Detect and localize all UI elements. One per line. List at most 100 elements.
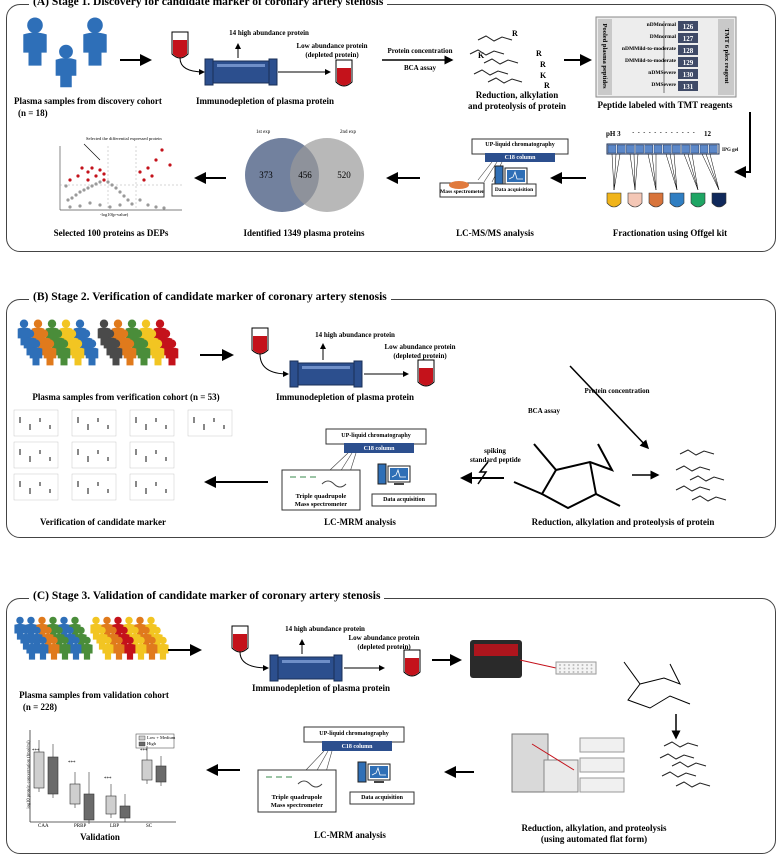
- tmt-code: 126: [683, 23, 694, 31]
- mini-plot-point: [29, 488, 31, 490]
- mini-plot-point: [203, 426, 205, 428]
- depleted-label-b: (depleted protein): [393, 352, 447, 360]
- immunodepletion-label-b: Immunodepletion of plasma protein: [275, 392, 415, 402]
- mini-plot-point: [97, 484, 99, 486]
- ipg-label: IPG gel: [722, 148, 739, 153]
- bca-label-a: BCA assay: [403, 64, 437, 72]
- pooled-peptides-bar: [598, 19, 612, 95]
- mini-plot-point: [97, 418, 99, 420]
- up-lc-label-a: UP-liquid chromatography: [485, 142, 555, 148]
- plate-well: [568, 671, 570, 673]
- plasma-tube-icon: [171, 31, 189, 59]
- plate-well: [590, 664, 593, 666]
- reduction-label-a-2: and proteolysis of protein: [468, 101, 566, 111]
- verification-marker-label: Verification of candidate marker: [40, 517, 166, 527]
- c18-label-a: C18 column: [504, 155, 536, 161]
- fraction-well: [690, 192, 706, 208]
- mini-plot-point: [193, 421, 195, 423]
- fraction-well: [627, 192, 643, 208]
- svg-text:K: K: [540, 71, 547, 80]
- mini-plot-point: [87, 490, 89, 492]
- fraction-line: [665, 153, 678, 191]
- mini-plot-point: [49, 489, 51, 491]
- mini-plot-point: [107, 425, 109, 427]
- volcano-point: [114, 186, 118, 190]
- volcano-point: [118, 190, 122, 194]
- mass-spec-label-a: Mass spectrometer: [440, 189, 485, 195]
- immunodepletion-label-a: Immunodepletion of plasma protein: [195, 96, 335, 106]
- mini-plot-point: [155, 420, 157, 422]
- tmt-row-name: DMMild-to-moderate: [624, 58, 676, 64]
- mini-plot-point: [155, 452, 157, 454]
- triple-quad-label-c-2: Mass spectrometer: [270, 802, 324, 809]
- mini-plot-point: [29, 492, 31, 494]
- liquid-handler-icon: [511, 733, 625, 793]
- ph-high-label: 12: [704, 130, 711, 138]
- volcano-point: [98, 203, 102, 207]
- ph-dashes: - - - - - - - - - - - -: [632, 130, 696, 136]
- fraction-well: [669, 192, 685, 208]
- data-acq-label-b: Data acquisition: [383, 497, 425, 503]
- tmt-code-box: [678, 57, 698, 67]
- mini-plot-point: [135, 481, 137, 483]
- mini-plot-point: [203, 424, 205, 426]
- tmt-reagent-bar: [718, 19, 734, 95]
- ipg-cell: [635, 144, 644, 154]
- plate-well: [563, 664, 566, 666]
- volcano-point: [88, 201, 92, 205]
- fraction-line: [651, 153, 657, 191]
- mini-plot-point: [77, 453, 79, 455]
- volcano-point: [90, 184, 94, 188]
- venn-right-title: 2nd exp: [340, 130, 356, 135]
- peptides-c-icon: [659, 741, 711, 788]
- fractionation-label: Fractionation using Offgel kit: [612, 228, 728, 238]
- volcano-point: [106, 180, 110, 184]
- mini-plot-point: [39, 484, 41, 486]
- svg-text:R: R: [544, 81, 550, 90]
- volcano-point: [64, 184, 68, 188]
- boxplot-category-label: CAA: [38, 824, 49, 829]
- mini-plot-point: [87, 424, 89, 426]
- peptides-b-icon: [675, 449, 727, 502]
- discovery-cohort-icon: [23, 17, 107, 88]
- ph-low-label: pH 3: [606, 130, 621, 138]
- ipg-cell: [663, 144, 672, 154]
- mini-plot-point: [165, 489, 167, 491]
- mini-plot-point: [29, 490, 31, 492]
- ipg-cell: [653, 144, 663, 154]
- plate-well: [563, 667, 566, 670]
- ipg-cell: [699, 144, 709, 154]
- mini-plot-point: [155, 418, 157, 420]
- plate-well: [568, 664, 570, 666]
- mini-plot-point: [39, 450, 41, 452]
- mini-plot-point: [97, 420, 99, 422]
- volcano-point: [110, 183, 114, 187]
- mini-plot-point: [135, 451, 137, 453]
- data-acq-label-a: Data acquisition: [494, 187, 534, 193]
- mini-plot-point: [39, 452, 41, 454]
- triple-quad-label-b-1: Triple quadrupole: [295, 493, 347, 500]
- reduction-label-c-1: Reduction, alkylation, and proteolysis: [521, 823, 667, 833]
- mini-plot-point: [29, 426, 31, 428]
- mini-plot-point: [203, 428, 205, 430]
- svg-text:R: R: [540, 60, 546, 69]
- fraction-well: [606, 192, 622, 208]
- mini-plot-point: [19, 419, 21, 421]
- boxplot-box: [33, 751, 45, 789]
- fraction-line: [705, 153, 720, 191]
- stage-a-title: (A) Stage 1. Discovery for candidate mar…: [29, 0, 388, 8]
- high-abundance-label-b: 14 high abundance protein: [315, 331, 395, 339]
- mini-plot-point: [19, 483, 21, 485]
- validation-cohort-n: (n = 228): [22, 702, 58, 712]
- lc-mrm-label-b: LC-MRM analysis: [324, 517, 396, 527]
- reduction-label-b: Reduction, alkylation and proteolysis of…: [531, 517, 715, 527]
- mini-plot-point: [77, 483, 79, 485]
- volcano-plot: [59, 143, 182, 211]
- triple-quad-label-b-2: Mass spectrometer: [294, 501, 348, 508]
- mini-plot-point: [19, 417, 21, 419]
- c18-label-c: C18 column: [341, 744, 373, 750]
- tmt-code-box: [678, 21, 698, 31]
- volcano-point: [68, 205, 72, 209]
- stage-c-title: (C) Stage 3. Validation of candidate mar…: [29, 590, 385, 602]
